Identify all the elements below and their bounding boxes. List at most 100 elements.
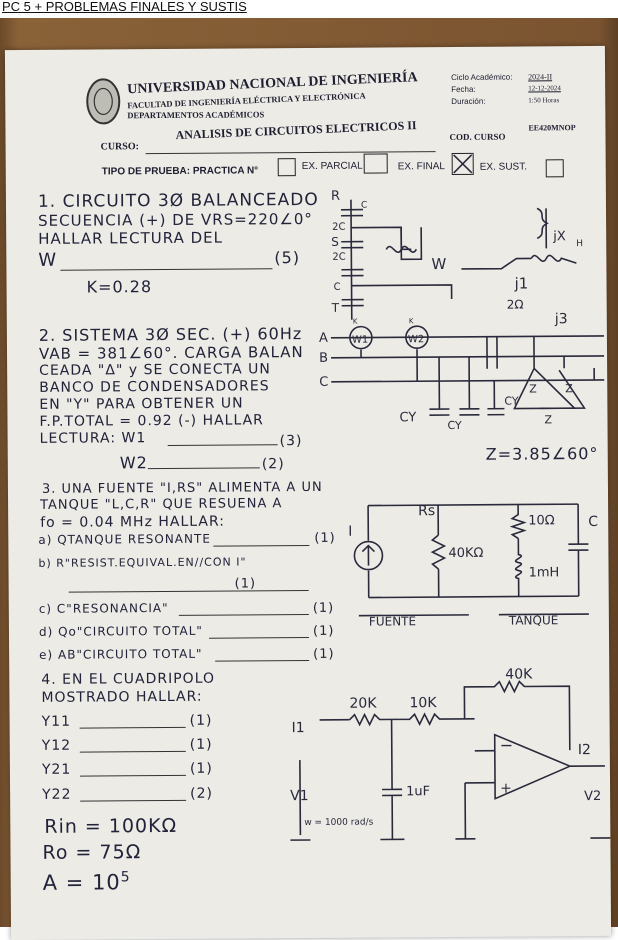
p3-r-value: 10Ω [528, 513, 555, 528]
p4-y11-points: (1) [189, 712, 213, 729]
p3-item-c: c) C"RESONANCIA" [38, 600, 169, 616]
svg-text:C: C [361, 201, 367, 211]
p4-r2-label: 10K [409, 695, 437, 711]
p4-y21-label: Y21 [41, 761, 72, 778]
p2-line7: LECTURA: W1 [39, 430, 147, 447]
p4-rf-label: 40K [505, 666, 533, 682]
p4-y21-points: (1) [189, 760, 213, 777]
p4-r1-label: 20K [349, 696, 377, 712]
p2-w2-points: (2) [261, 456, 285, 473]
p3-a-points: (1) [314, 530, 336, 546]
curso-label: CURSO: [100, 141, 139, 153]
p4-y22-points: (2) [190, 785, 213, 802]
p2-z-left: Z [529, 382, 537, 395]
p4-y12-line [79, 750, 186, 753]
exam-sheet: UNIVERSIDAD NACIONAL DE INGENIERÍA FACUL… [4, 45, 612, 940]
p1-cap-2c-a: 2C [332, 222, 345, 233]
p4-y21-line [79, 774, 186, 777]
p3-line3: fo = 0.04 MHz HALLAR: [40, 513, 226, 531]
p4-a: A = 105 [43, 869, 131, 895]
p4-w-label: w = 1000 rad/s [304, 818, 373, 828]
p4-v2-label: V2 [584, 789, 601, 804]
p2-w1-line [167, 444, 278, 446]
p2-line2: VAB = 381∠60°. CARGA BALAN [38, 343, 304, 363]
p3-item-a: a) QTANQUE RESONANTE [38, 531, 211, 547]
p1-node-r: R [331, 189, 340, 204]
parcial-checkbox[interactable] [363, 153, 388, 174]
photo-background: UNIVERSIDAD NACIONAL DE INGENIERÍA FACUL… [0, 18, 618, 940]
p1-node-t: T [331, 301, 340, 315]
p4-ro: Ro = 75Ω [42, 841, 142, 864]
p3-line2: TANQUE "L,C,R" QUE RESUENA A [40, 496, 283, 513]
p4-y22-line [80, 799, 187, 802]
p1-line2: SECUENCIA (+) DE VRS=220∠0° [38, 209, 313, 230]
p4-line1: 4. EN EL CUADRIPOLO [41, 670, 216, 688]
p3-circuit: I Rs 40KΩ 10Ω 1mH C FUENTE TANQUE [348, 503, 598, 628]
p1-points: (5) [274, 248, 301, 268]
p4-y12-label: Y12 [41, 737, 72, 754]
final-checkbox[interactable] [451, 152, 474, 175]
p1-cap-c: C [334, 282, 341, 293]
p3-item-b: b) R"RESIST.EQUIVAL.EN//CON I" [38, 555, 247, 570]
p4-y22-label: Y22 [42, 786, 72, 803]
p2-line8: W2 [119, 453, 148, 473]
p4-rin: Rin = 100KΩ [44, 814, 178, 838]
p2-line6: F.P.TOTAL = 0.92 (-) HALLAR [39, 412, 264, 430]
p1-circuit: R C S T 2C 2C C W j1 jX H 2Ω j3 [331, 189, 583, 328]
p2-line4: BANCO DE CONDENSADORES [39, 378, 270, 396]
svg-text:−: − [500, 736, 514, 755]
p2-z-bottom: Z [544, 413, 552, 426]
p1-k-value: K=0.28 [86, 277, 153, 297]
p3-c-line [178, 613, 309, 616]
duration-label: Duración: [451, 96, 486, 106]
ex-sust-label: EX. SUST. [479, 161, 528, 173]
p3-l-value: 1mH [529, 565, 560, 580]
p1-j1-label: j1 [513, 274, 528, 292]
p3-b-points: (1) [234, 576, 257, 592]
ex-parcial-label: EX. PARCIAL [301, 160, 363, 173]
top-bar: PC 5 + PROBLEMAS FINALES Y SUSTIS [0, 0, 618, 16]
p1-answer-line [60, 268, 273, 271]
p1-resistor-label: 2Ω [507, 297, 524, 311]
p4-a-exp: 5 [120, 869, 131, 886]
p2-node-b: B [319, 351, 328, 366]
p4-v1-label: V1 [290, 788, 309, 804]
university-seal [86, 78, 121, 125]
p4-y11-line [79, 726, 186, 729]
p4-line2: MOSTRADO HALLAR: [41, 688, 203, 706]
document-title: PC 5 + PROBLEMAS FINALES Y SUSTIS [2, 0, 247, 14]
p2-w2-k: K [409, 317, 414, 325]
sust-checkbox[interactable] [545, 159, 564, 178]
p1-cap-2c-b: 2C [332, 252, 345, 263]
p2-z-value: Z=3.85∠60° [485, 443, 599, 464]
p3-item-d: d) Qo"CIRCUITO TOTAL" [38, 623, 203, 639]
p2-w1-k: K [353, 318, 358, 326]
course-title: ANALISIS DE CIRCUITOS ELECTRICOS II [175, 118, 417, 143]
p2-node-c: C [319, 375, 328, 390]
p3-rs-value: 40KΩ [448, 546, 483, 561]
p1-w-label: W [38, 249, 58, 271]
p3-d-line [209, 636, 310, 639]
p2-circuit: A B C W1 W2 K K CY CY CY Z Z Z [319, 317, 605, 432]
p1-h-sub: H [576, 239, 583, 249]
p1-node-s: S [331, 235, 339, 249]
p4-y12-points: (1) [189, 736, 213, 753]
practica-checkbox[interactable] [277, 158, 296, 177]
curso-line [145, 151, 436, 155]
p3-fuente-label: FUENTE [369, 614, 416, 628]
code-value: EE420MNOP [528, 123, 576, 133]
p2-w2-meter: W2 [408, 334, 424, 345]
p3-a-line [213, 544, 310, 547]
p1-j3-label: j3 [554, 311, 568, 327]
p2-z-right: Z [565, 382, 573, 395]
p3-b-line [68, 589, 309, 593]
check-x-icon [453, 154, 473, 174]
p2-cy-left: CY [399, 410, 416, 425]
p3-line1: 3. UNA FUENTE "I,RS" ALIMENTA A UN [41, 479, 323, 497]
p4-cap-label: 1uF [406, 784, 430, 799]
p1-jxh-label: jX [552, 229, 566, 244]
p4-circuit: I1 20K 10K 40K 1uF V1 w = 1000 rad/s I2 … [290, 666, 611, 841]
code-label: COD. CURSO [449, 131, 506, 143]
duration-value: 1:50 Horas [528, 96, 560, 105]
p1-line3: HALLAR LECTURA DEL [38, 228, 224, 248]
